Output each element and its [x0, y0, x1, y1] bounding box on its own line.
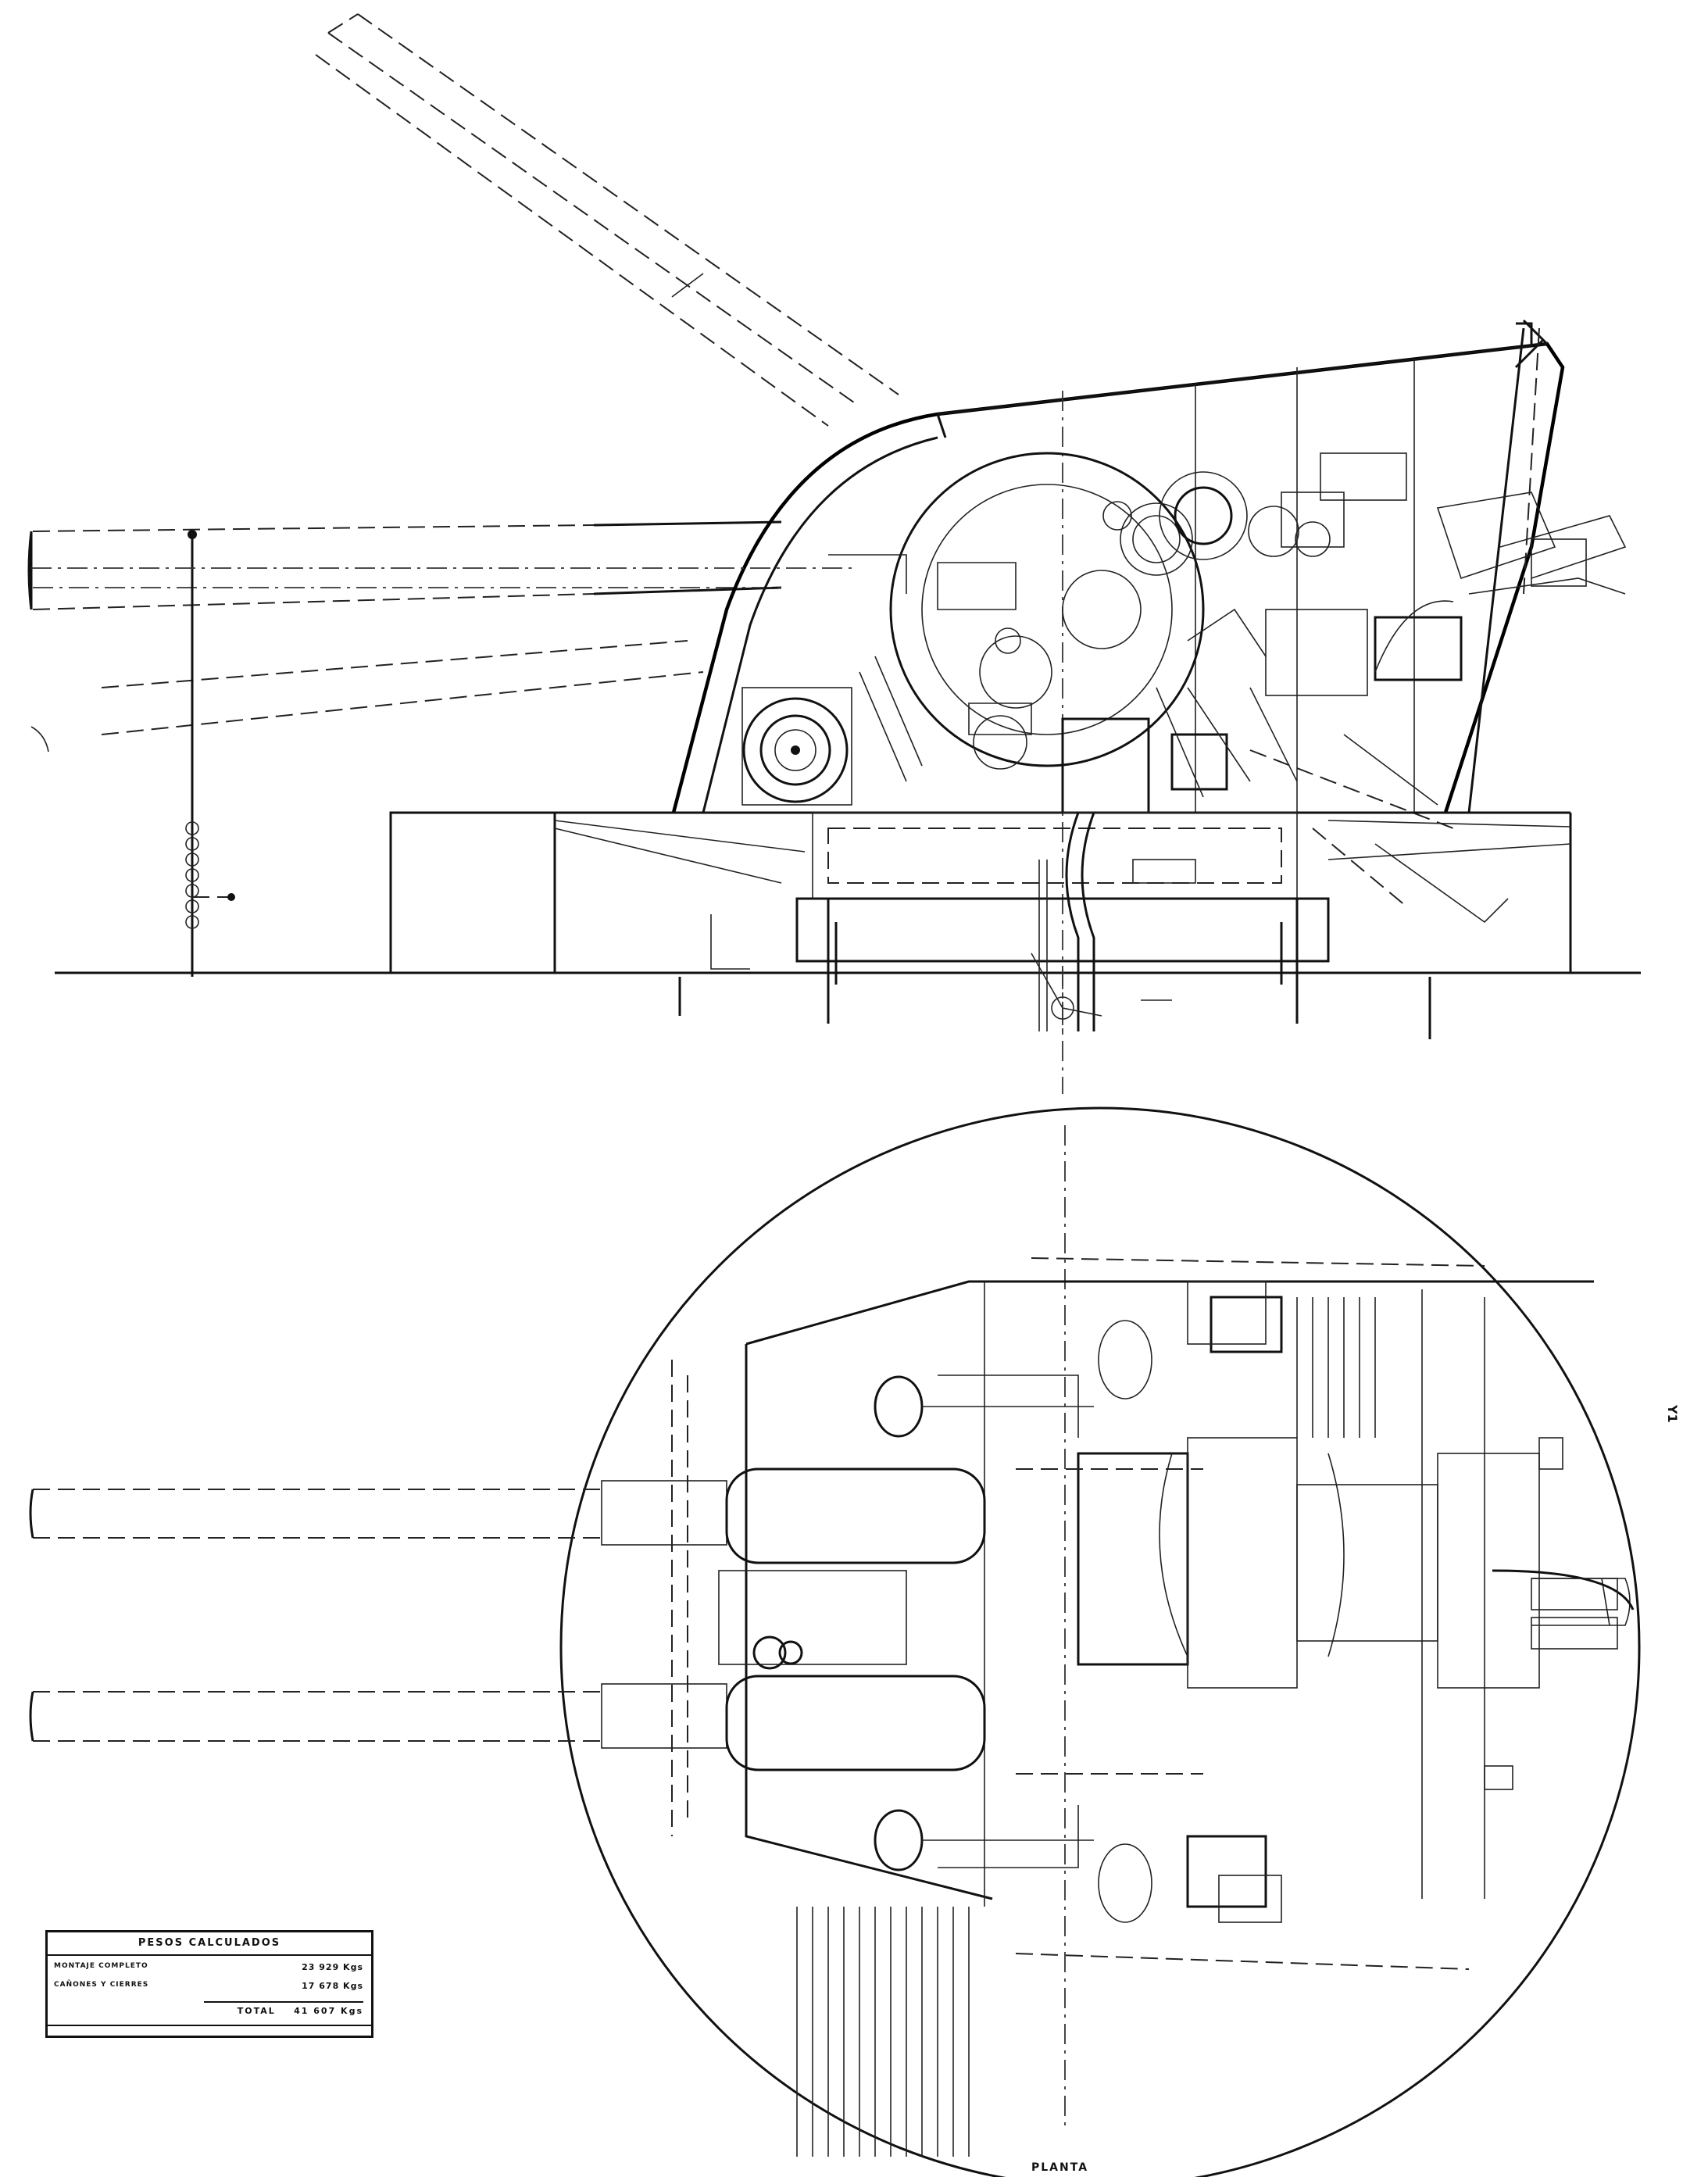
- weights-row-value: 23 929 Kgs: [302, 1962, 363, 1972]
- training-motor: [741, 656, 923, 806]
- table-rule: [204, 2001, 363, 2003]
- chain-rammer: [185, 530, 235, 977]
- weights-row: CAÑONES Y CIERRES 17 678 Kgs: [54, 1981, 363, 1995]
- plan-view-label: PLANTA: [1031, 2161, 1089, 2174]
- trunk-and-roller-path: [710, 812, 1509, 1094]
- weights-total: TOTAL 41 607 Kgs: [238, 2006, 363, 2016]
- weights-total-value: 41 607 Kgs: [294, 2006, 363, 2016]
- plan-view: [29, 1106, 1641, 2177]
- elevating-mechanism: [828, 452, 1627, 829]
- weights-table: PESOS CALCULADOS MONTAJE COMPLETO 23 929…: [45, 1930, 373, 2038]
- weights-row-value: 17 678 Kgs: [302, 1981, 363, 1991]
- barrel-lower: [29, 1675, 986, 1771]
- barbette-and-deck: [55, 811, 1641, 1039]
- elevated-barrel-outline: [315, 13, 899, 427]
- table-rule: [48, 1954, 371, 1956]
- weights-row-label: CAÑONES Y CIERRES: [54, 1981, 149, 1989]
- weights-row-label: MONTAJE COMPLETO: [54, 1962, 148, 1970]
- horizontal-barrel: [27, 520, 782, 752]
- weights-total-label: TOTAL: [237, 2006, 276, 2016]
- side-elevation-view: [27, 13, 1641, 1094]
- gunhouse-outline: [671, 319, 1565, 1031]
- roller-circle: [559, 1106, 1641, 2177]
- gunhouse-plan-outline: [671, 1280, 1594, 1907]
- side-mark: Y1: [1665, 1405, 1680, 1423]
- plan-right-features: [1015, 1257, 1635, 1970]
- table-rule: [48, 2025, 371, 2026]
- elevating-arc: [889, 452, 1331, 770]
- ventilation-grilles: [796, 1281, 1376, 2157]
- barrel-upper: [29, 1467, 986, 1564]
- plan-mechanisms: [718, 1296, 1631, 1923]
- weights-table-title: PESOS CALCULADOS: [138, 1937, 281, 1949]
- weights-row: MONTAJE COMPLETO 23 929 Kgs: [54, 1962, 363, 1976]
